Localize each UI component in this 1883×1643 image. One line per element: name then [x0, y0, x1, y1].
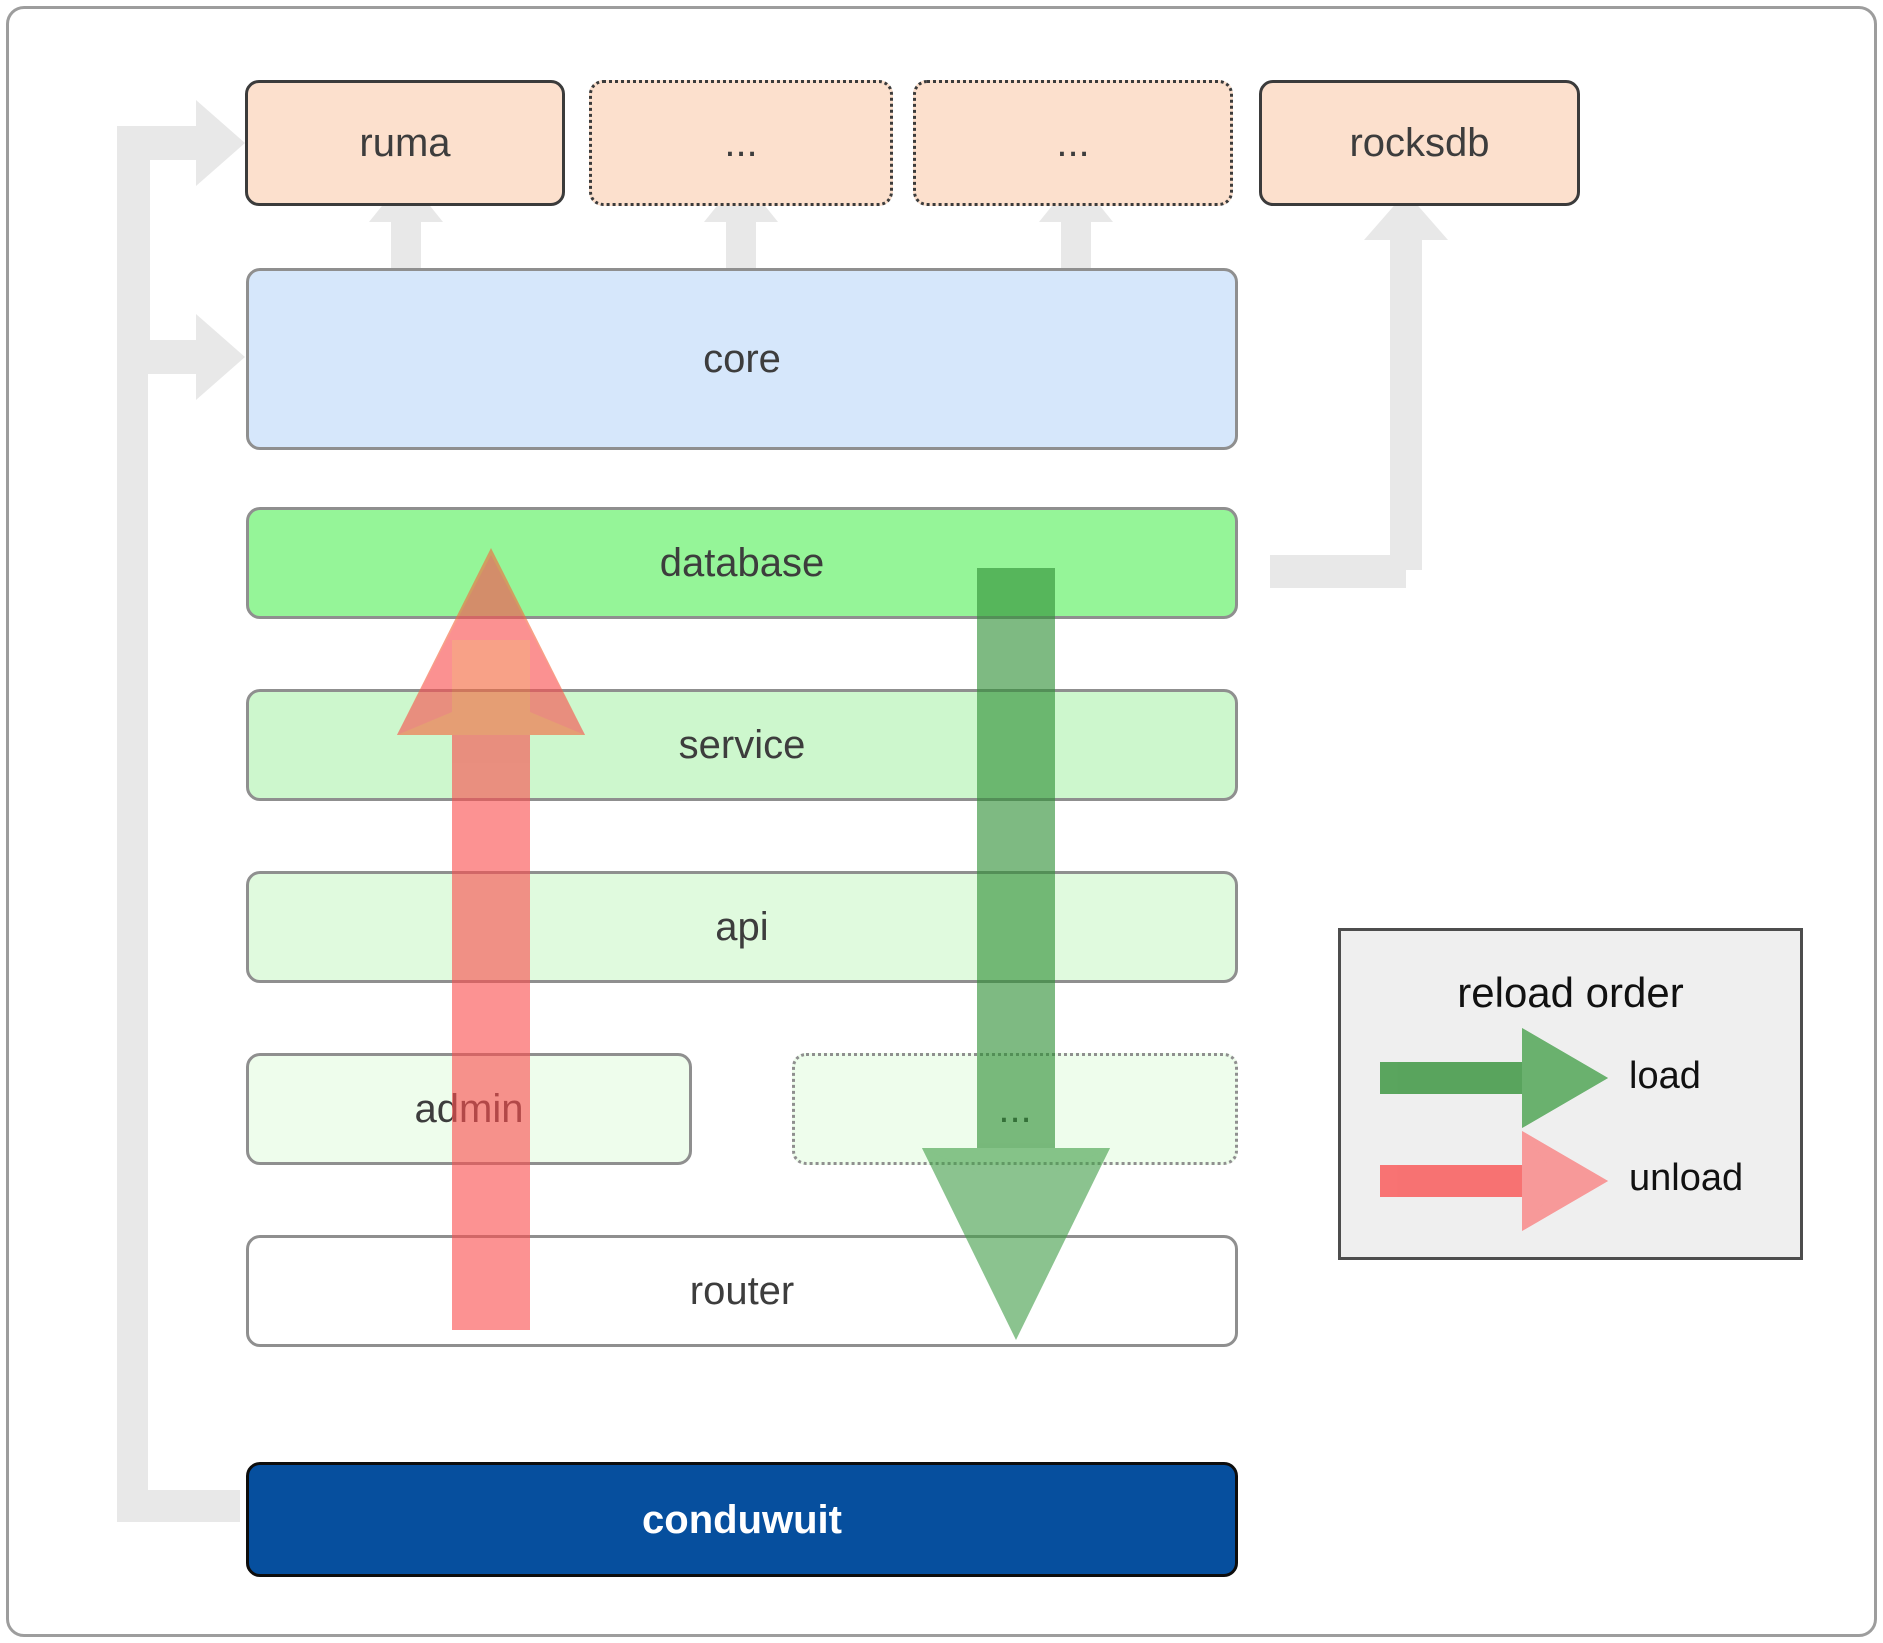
module-label: rocksdb — [1349, 121, 1490, 165]
module-label: service — [678, 723, 806, 767]
module-label: admin — [414, 1087, 524, 1131]
module-label: ... — [724, 121, 758, 165]
diagram-frame — [6, 6, 1877, 1637]
module-box-ellipsis-1[interactable]: ... — [589, 80, 893, 206]
module-box-ellipsis-2[interactable]: ... — [913, 80, 1233, 206]
module-label: router — [689, 1269, 795, 1313]
module-box-ellipsis-3[interactable]: ... — [792, 1053, 1238, 1165]
module-label: core — [703, 337, 781, 381]
module-box-ruma[interactable]: ruma — [245, 80, 565, 206]
module-box-conduwuit[interactable]: conduwuit — [246, 1462, 1238, 1577]
legend-label-load: load — [1629, 1055, 1701, 1097]
module-box-database[interactable]: database — [246, 507, 1238, 619]
module-box-service[interactable]: service — [246, 689, 1238, 801]
module-label: conduwuit — [642, 1497, 842, 1542]
module-box-admin[interactable]: admin — [246, 1053, 692, 1165]
legend-panel: reload order load unload — [1338, 928, 1803, 1260]
module-label: api — [715, 905, 769, 949]
module-box-router[interactable]: router — [246, 1235, 1238, 1347]
module-label: ... — [998, 1087, 1032, 1131]
module-label: ruma — [359, 121, 451, 165]
module-box-rocksdb[interactable]: rocksdb — [1259, 80, 1580, 206]
legend-label-unload: unload — [1629, 1157, 1744, 1199]
module-box-api[interactable]: api — [246, 871, 1238, 983]
module-label: database — [659, 541, 825, 585]
module-label: ... — [1056, 121, 1090, 165]
module-box-core[interactable]: core — [246, 268, 1238, 450]
legend-title: reload order — [1457, 969, 1684, 1016]
